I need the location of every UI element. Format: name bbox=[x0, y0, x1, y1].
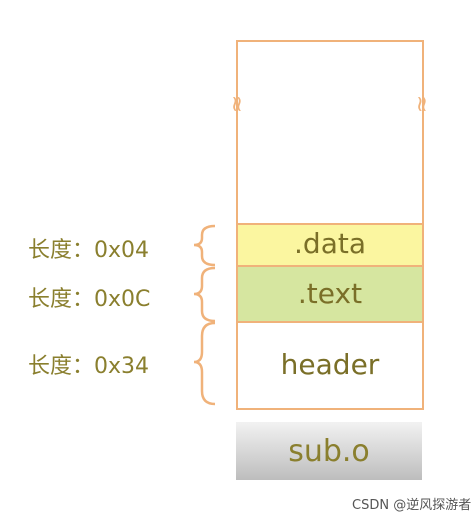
section-data-label: .data bbox=[294, 227, 366, 260]
section-header-label: header bbox=[280, 348, 380, 381]
file-name: sub.o bbox=[288, 433, 370, 469]
section-text-box bbox=[236, 265, 424, 323]
section-text-label: .text bbox=[297, 277, 363, 310]
break-mark-right: ≈ bbox=[409, 95, 434, 113]
brace-header bbox=[193, 321, 216, 406]
section-header-box bbox=[236, 321, 424, 410]
length-label-data: 长度：0x04 bbox=[28, 238, 150, 263]
break-mark-left: ≈ bbox=[224, 95, 249, 113]
brace-text bbox=[193, 266, 216, 323]
watermark: CSDN @逆风探游者 bbox=[352, 498, 472, 513]
brace-data bbox=[193, 224, 216, 267]
length-label-header: 长度：0x34 bbox=[28, 354, 150, 379]
file-box: sub.o bbox=[236, 422, 422, 480]
length-label-text: 长度：0x0C bbox=[28, 287, 151, 312]
section-data-box bbox=[236, 223, 424, 267]
